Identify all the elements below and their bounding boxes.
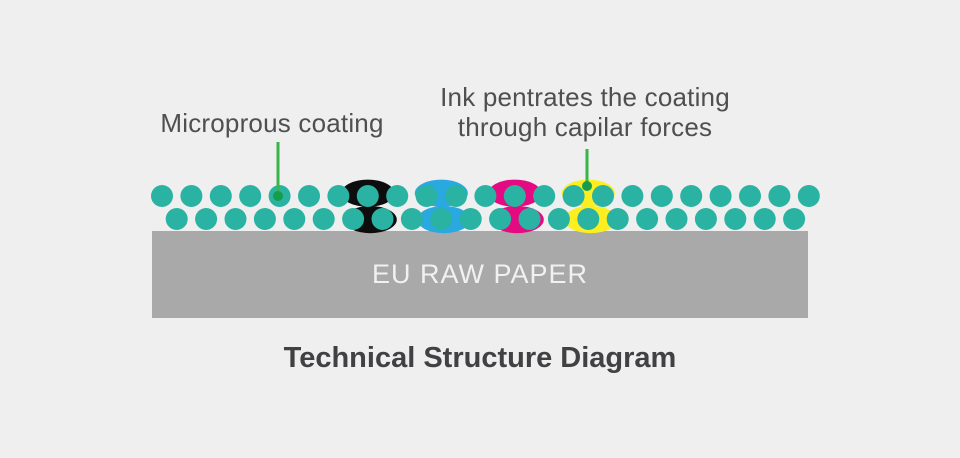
coating-dot	[503, 185, 526, 207]
coating-dot	[165, 208, 188, 230]
raw-paper-layer: EU RAW PAPER	[152, 231, 808, 318]
ink-penetration-label-line1: Ink pentrates the coating	[440, 82, 730, 112]
coating-dot	[650, 185, 673, 207]
coating-dot	[239, 185, 262, 207]
coating-dot	[739, 185, 761, 207]
ink-penetration-label-line2: through capilar forces	[457, 112, 713, 142]
ink-penetration-label: Ink pentrates the coating through capila…	[400, 82, 770, 142]
coating-dot	[430, 208, 453, 230]
coating-dot	[562, 185, 585, 207]
coating-dot	[386, 185, 409, 207]
coating-dot	[533, 185, 556, 207]
coating-dot	[547, 208, 570, 230]
coating-dot	[753, 208, 776, 230]
coating-dot	[709, 185, 732, 207]
coating-dot	[577, 208, 600, 230]
coating-dot	[283, 208, 306, 230]
coating-dot	[151, 185, 173, 207]
coating-dot	[356, 185, 379, 207]
coating-dot	[783, 208, 806, 230]
coating-dot	[518, 208, 541, 230]
ink-pointer-tip-dot	[582, 181, 592, 191]
coating-dot	[592, 185, 614, 207]
coating-dot	[665, 208, 688, 230]
coating-dot	[342, 208, 365, 230]
coating-dot	[459, 208, 482, 230]
coating-dot	[474, 185, 497, 207]
microporous-coating-label: Microprous coating	[160, 108, 384, 138]
coating-pointer-tip-dot	[273, 191, 283, 201]
coating-dot	[298, 185, 320, 207]
coating-dot	[768, 185, 791, 207]
coating-dot	[180, 185, 203, 207]
coating-dot	[680, 185, 703, 207]
coating-dot	[312, 208, 335, 230]
coating-dot	[224, 208, 247, 230]
coating-dot	[445, 185, 467, 207]
coating-dot	[209, 185, 232, 207]
coating-dot	[636, 208, 659, 230]
diagram-title: Technical Structure Diagram	[283, 342, 677, 374]
coating-dot	[724, 208, 747, 230]
coating-dot	[415, 185, 438, 207]
coating-dot	[371, 208, 394, 230]
coating-dot	[489, 208, 512, 230]
coating-dot	[253, 208, 276, 230]
raw-paper-label: EU RAW PAPER	[371, 259, 589, 289]
coating-dot	[694, 208, 717, 230]
coating-dot	[400, 208, 423, 230]
coating-dot	[797, 185, 820, 207]
coating-dot	[606, 208, 629, 230]
coating-dot	[621, 185, 644, 207]
coating-dot	[195, 208, 218, 230]
coating-dot	[327, 185, 350, 207]
